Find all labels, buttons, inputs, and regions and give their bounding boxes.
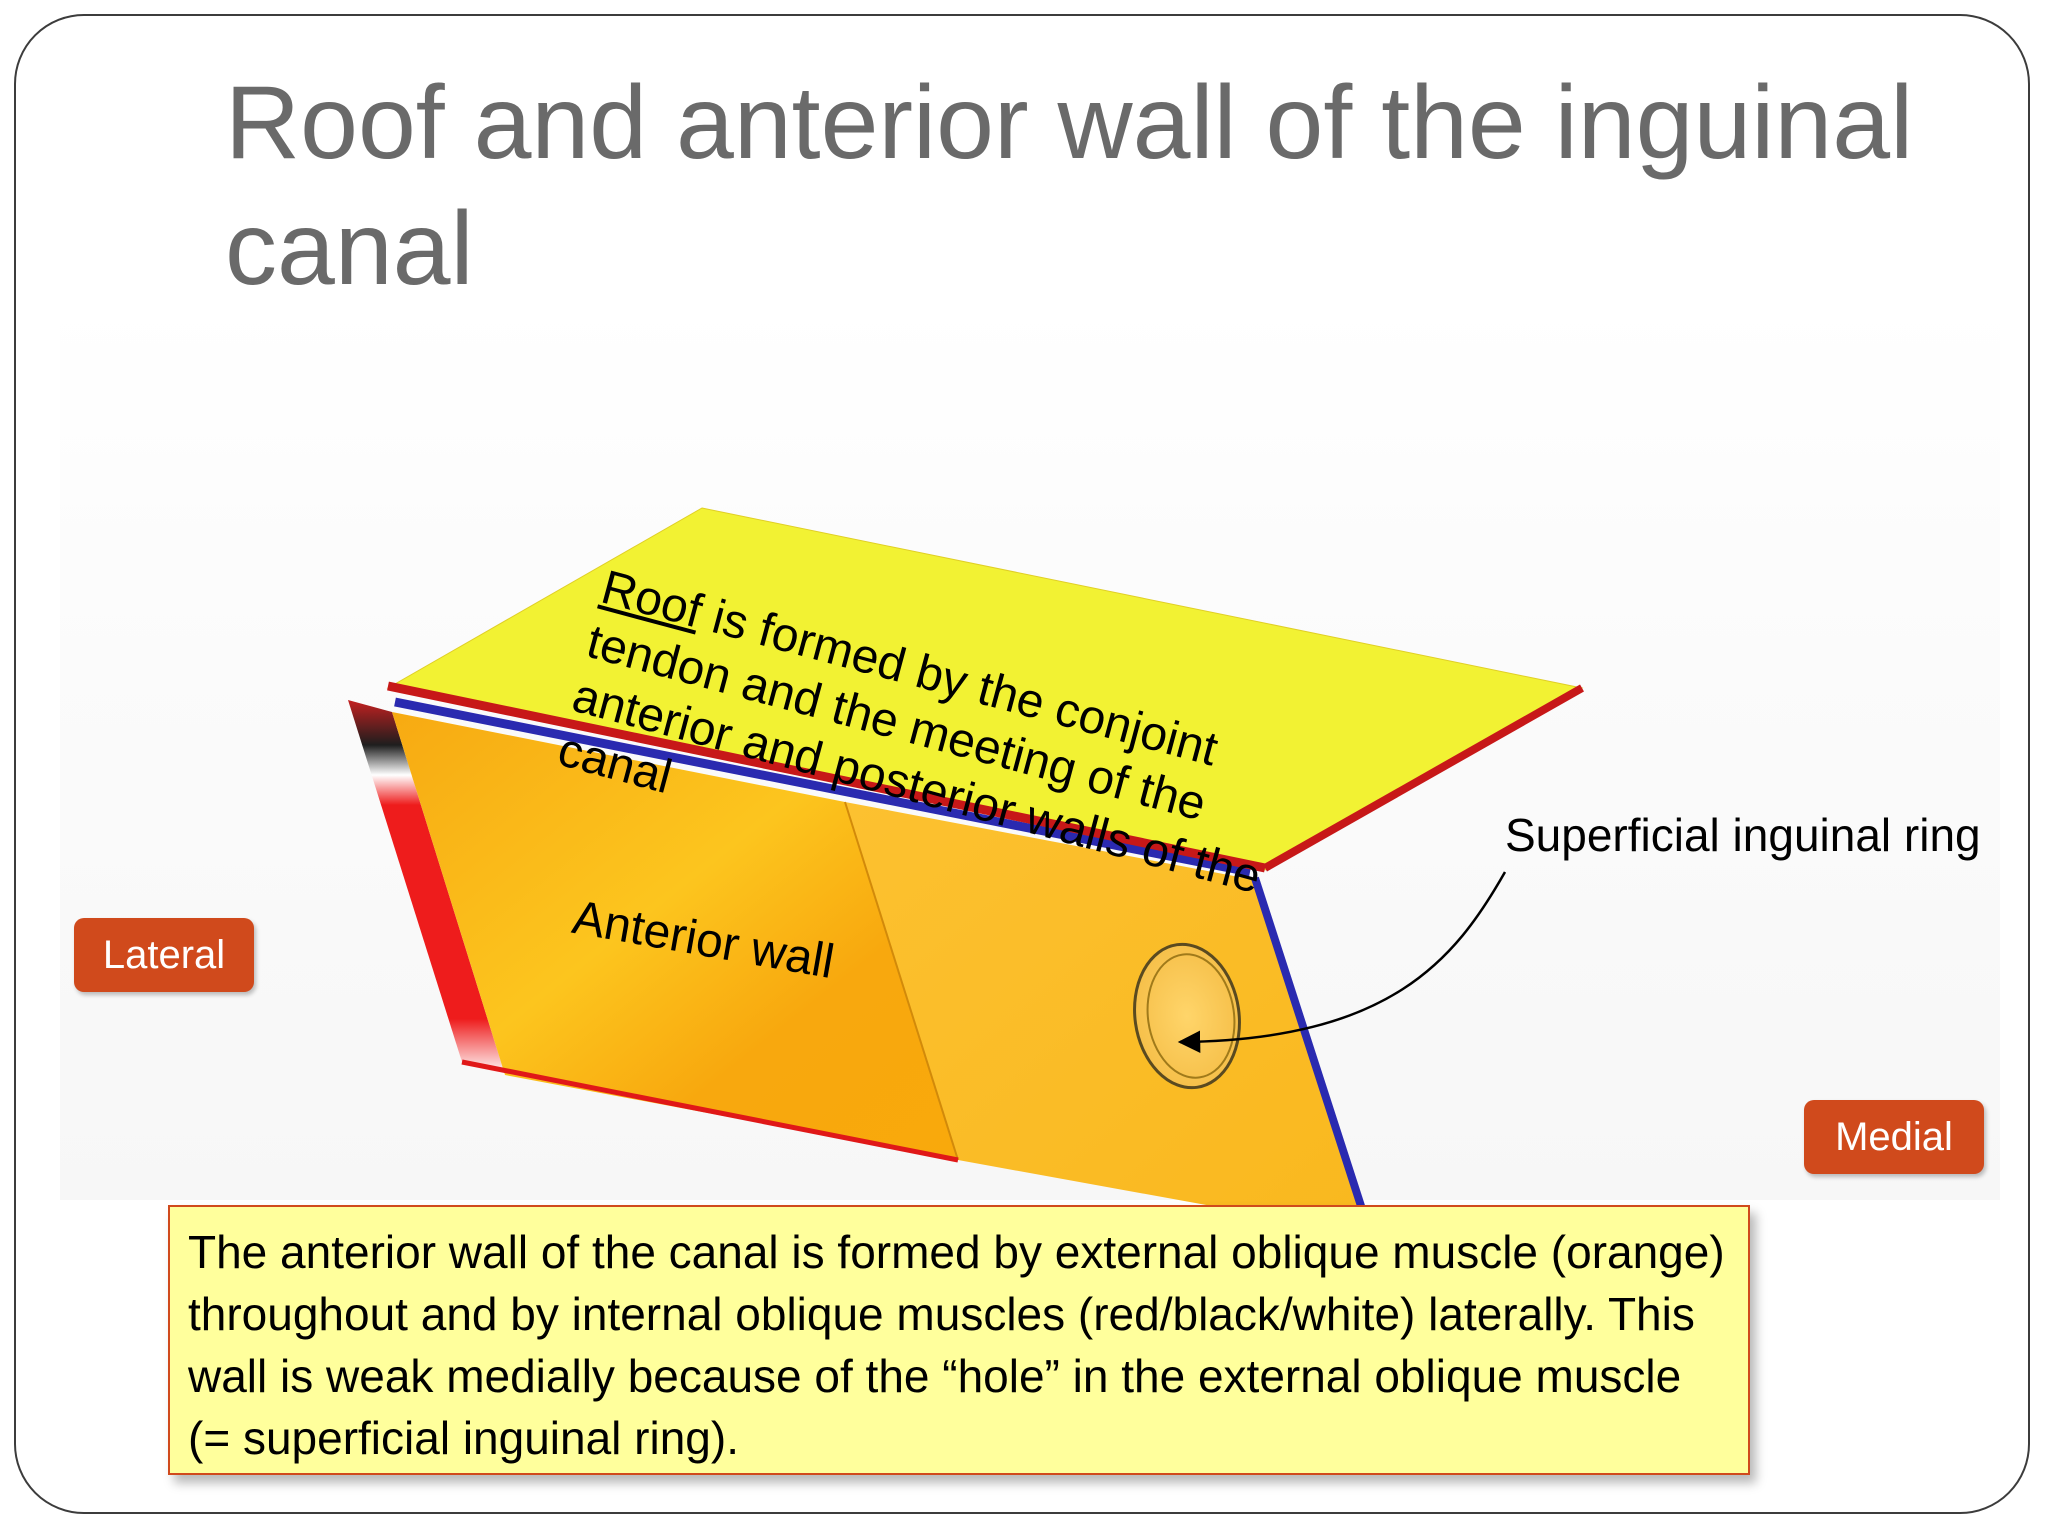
roof-right-edge <box>1263 684 1584 872</box>
wall-divider <box>844 801 959 1161</box>
superficial-inguinal-ring-label: Superficial inguinal ring <box>1505 809 1981 861</box>
external-oblique-medial <box>845 802 1372 1235</box>
ring-pointer-arrow <box>1177 871 1507 1054</box>
roof-front-edge <box>387 681 1266 873</box>
anterior-wall-info-box: The anterior wall of the canal is formed… <box>168 1205 1750 1475</box>
anterior-wall-right-border <box>1251 876 1376 1242</box>
superficial-inguinal-ring <box>1133 942 1241 1090</box>
medial-label: Medial <box>1804 1100 1984 1174</box>
slide-title: Roof and anterior wall of the inguinal c… <box>225 65 1914 307</box>
internal-oblique-strip <box>348 700 505 1075</box>
lateral-label: Lateral <box>74 918 254 992</box>
roof-surface <box>386 507 1584 871</box>
external-oblique-lateral <box>392 712 958 1160</box>
superficial-inguinal-ring-inner <box>1146 953 1236 1079</box>
lateral-bottom-border <box>461 1059 959 1163</box>
anterior-wall-top-border <box>394 697 1251 877</box>
